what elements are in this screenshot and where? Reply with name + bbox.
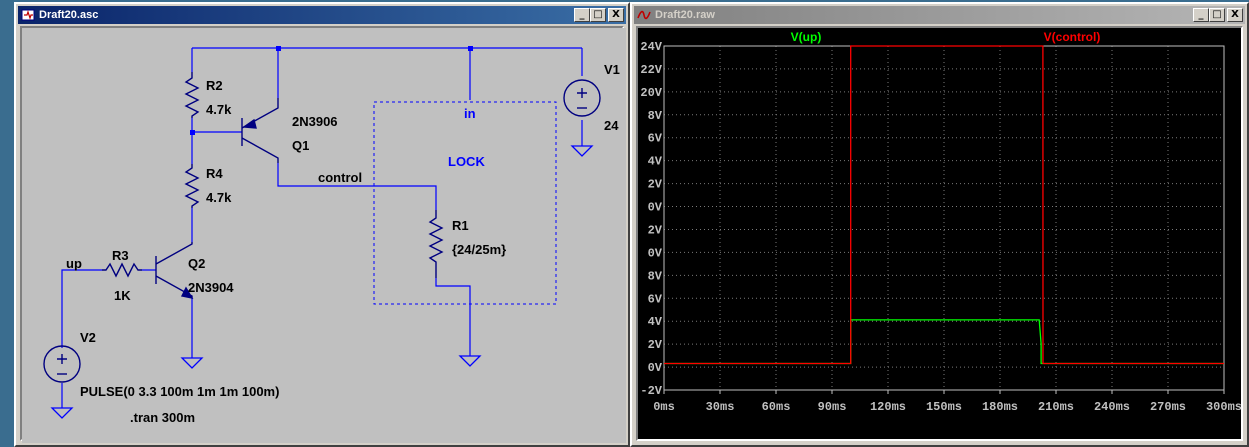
net-label-control: control (318, 170, 362, 185)
waveform-titlebar[interactable]: Draft20.raw _ □ X (634, 6, 1245, 24)
y-tick-label: 4V (648, 155, 663, 169)
x-tick-label: 210ms (1038, 400, 1074, 414)
junction-dot (190, 130, 195, 135)
junction-dot (468, 46, 473, 51)
waveform-close-button[interactable]: X (1227, 8, 1243, 22)
x-tick-label: 120ms (870, 400, 906, 414)
y-tick-label: 6V (648, 292, 663, 306)
y-tick-label: 8V (648, 269, 663, 283)
lock-box (373, 101, 557, 305)
r4-value: 4.7k (206, 190, 232, 205)
waveform-title: Draft20.raw (655, 9, 715, 21)
r2-name: R2 (206, 78, 223, 93)
tran-directive: .tran 300m (130, 410, 195, 425)
ground-symbol-v2 (50, 407, 74, 419)
q2-symbol (155, 242, 194, 299)
ground-symbol-q2 (180, 357, 204, 369)
waveform-app-icon[interactable] (637, 8, 651, 22)
r3-symbol (102, 262, 142, 278)
wire-r1-bottom (435, 278, 471, 356)
v2-name: V2 (80, 330, 96, 345)
y-tick-label: 6V (648, 132, 663, 146)
y-tick-label: 4V (648, 315, 663, 329)
schematic-canvas[interactable]: R2 4.7k 2N3906 Q1 R4 4.7k control R1 {24… (22, 28, 626, 443)
schematic-app-icon[interactable] (21, 8, 35, 22)
x-tick-label: 180ms (982, 400, 1018, 414)
v1-symbol (563, 79, 601, 117)
r4-symbol (184, 164, 200, 208)
q2-model: 2N3904 (188, 280, 234, 295)
y-tick-label: 0V (648, 361, 663, 375)
legend-label: V(up) (791, 30, 822, 44)
y-tick-label: 2V (648, 338, 663, 352)
q1-model: 2N3906 (292, 114, 338, 129)
r2-symbol (184, 72, 200, 118)
x-tick-label: 0ms (653, 400, 675, 414)
r4-name: R4 (206, 166, 223, 181)
x-tick-label: 60ms (762, 400, 791, 414)
waveform-plot[interactable]: 24V 22V 20V 8V 6V 4V 2V 0V 2V 0V 8V 6V 4V 2V 0V -2V 0ms 3… (638, 28, 1245, 443)
y-tick-label: 24V (640, 40, 662, 54)
wire-up (61, 269, 102, 348)
trace-vcontrol (664, 45, 1224, 365)
x-tick-label: 90ms (818, 400, 847, 414)
waveform-minimize-button[interactable]: _ (1193, 8, 1209, 22)
wire-control (277, 163, 437, 210)
r1-name: R1 (452, 218, 469, 233)
r1-value: {24/25m} (452, 242, 506, 257)
x-tick-label: 150ms (926, 400, 962, 414)
v2-value: PULSE(0 3.3 100m 1m 1m 100m) (80, 384, 279, 399)
r2-value: 4.7k (206, 102, 232, 117)
net-label-in: in (464, 106, 476, 121)
y-tick-label: 0V (648, 246, 663, 260)
waveform-plot-frame: 24V 22V 20V 8V 6V 4V 2V 0V 2V 0V 8V 6V 4V 2V 0V -2V 0ms 3… (636, 26, 1243, 441)
y-tick-label: 22V (640, 63, 662, 77)
y-tick-label: 8V (648, 109, 663, 123)
x-tick-label: 240ms (1094, 400, 1130, 414)
lock-label: LOCK (448, 154, 485, 169)
schematic-titlebar[interactable]: Draft20.asc _ □ X (18, 6, 626, 24)
v1-name: V1 (604, 62, 620, 77)
waveform-window[interactable]: Draft20.raw _ □ X 24V 22V 20V 8V 6V 4V 2V 0V 2V 0… (630, 2, 1249, 447)
q2-name: Q2 (188, 256, 205, 271)
schematic-close-button[interactable]: X (608, 8, 624, 22)
y-tick-label: 20V (640, 86, 662, 100)
schematic-window[interactable]: Draft20.asc _ □ X (14, 2, 630, 447)
ground-symbol-v1 (570, 145, 594, 157)
y-tick-label: 2V (648, 223, 663, 237)
net-label-up: up (66, 256, 82, 271)
schematic-title: Draft20.asc (39, 9, 99, 21)
y-tick-label: 2V (648, 178, 663, 192)
r3-value: 1K (114, 288, 131, 303)
schematic-canvas-frame: R2 4.7k 2N3906 Q1 R4 4.7k control R1 {24… (20, 26, 626, 443)
waveform-maximize-button[interactable]: □ (1209, 8, 1225, 22)
x-tick-label: 300ms (1206, 400, 1242, 414)
q1-symbol (241, 98, 279, 163)
x-tick-label: 270ms (1150, 400, 1186, 414)
schematic-maximize-button[interactable]: □ (590, 8, 606, 22)
x-tick-label: 30ms (706, 400, 735, 414)
schematic-minimize-button[interactable]: _ (574, 8, 590, 22)
junction-dot (276, 46, 281, 51)
r1-symbol (428, 210, 444, 278)
q1-name: Q1 (292, 138, 309, 153)
v1-value: 24 (604, 118, 619, 133)
y-tick-label: 0V (648, 201, 663, 215)
ground-symbol-r1 (458, 355, 482, 367)
r3-name: R3 (112, 248, 129, 263)
y-tick-label: -2V (640, 384, 662, 398)
legend-label: V(control) (1044, 30, 1101, 44)
v2-symbol (43, 345, 81, 383)
